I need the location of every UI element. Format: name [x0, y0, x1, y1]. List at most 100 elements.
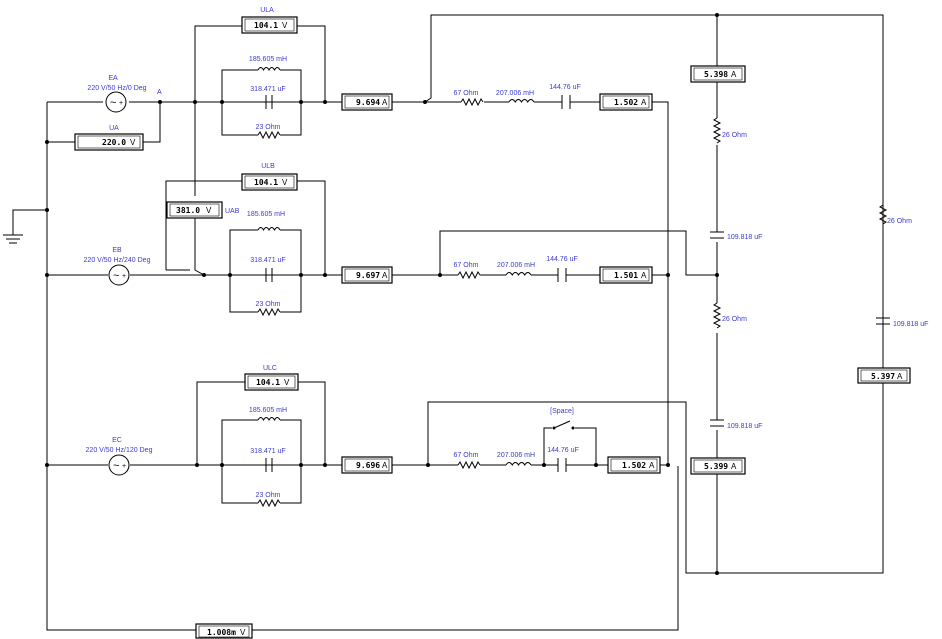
svg-text:23 Ohm: 23 Ohm: [256, 124, 281, 131]
svg-text:ULA: ULA: [260, 7, 274, 14]
ammeter-line-b[interactable]: 9.697 A: [341, 266, 393, 284]
svg-text:V: V: [206, 206, 212, 215]
ammeter-load-a[interactable]: 1.502 A: [599, 93, 653, 111]
voltmeter-uab[interactable]: 381.0 V UAB: [166, 201, 240, 219]
svg-text:5.398: 5.398: [704, 70, 728, 79]
ammeter-load-c[interactable]: 1.502 A: [607, 456, 661, 474]
delta-load-branch-3: 26 Ohm 109.818 uF: [876, 204, 928, 328]
voltmeter-ulb[interactable]: ULB 104.1 V: [241, 163, 298, 191]
svg-text:V: V: [282, 21, 288, 30]
svg-text:+: +: [122, 273, 126, 280]
svg-text:26 Ohm: 26 Ohm: [722, 132, 747, 139]
source-ec-name: EC: [112, 437, 122, 444]
svg-text:144.76 uF: 144.76 uF: [547, 447, 579, 454]
svg-text:A: A: [382, 98, 388, 107]
series-load-b: 67 Ohm 207.006 mH 144.76 uF: [454, 256, 578, 282]
svg-text:A: A: [897, 372, 903, 381]
node-a-label: A: [157, 89, 162, 96]
ammeter-line-c[interactable]: 9.696 A: [341, 456, 393, 474]
ua-reading: 220.0: [102, 138, 126, 147]
voltmeter-ua[interactable]: UA 220.0 V: [74, 125, 144, 151]
parallel-load-c: 185.605 mH 318.471 uF 23 Ohm: [222, 407, 301, 508]
svg-text:V: V: [284, 378, 290, 387]
svg-text:9.697: 9.697: [356, 271, 380, 280]
svg-text:185.605 mH: 185.605 mH: [249, 407, 287, 414]
neutral-reading: 1.008m: [207, 628, 236, 637]
svg-text:207.006 mH: 207.006 mH: [497, 262, 535, 269]
svg-text:~: ~: [113, 270, 119, 282]
svg-text:207.006 mH: 207.006 mH: [496, 90, 534, 97]
svg-text:+: +: [119, 100, 123, 107]
svg-text:A: A: [731, 70, 737, 79]
svg-text:67 Ohm: 67 Ohm: [454, 262, 479, 269]
svg-text:V: V: [240, 628, 246, 637]
source-eb-spec: 220 V/50 Hz/240 Deg: [84, 257, 151, 264]
svg-text:144.76 uF: 144.76 uF: [546, 256, 578, 263]
svg-text:A: A: [382, 461, 388, 470]
svg-text:ULB: ULB: [261, 163, 275, 170]
svg-text:1.501: 1.501: [614, 271, 638, 280]
svg-text:~: ~: [113, 460, 119, 472]
ammeter-delta-1[interactable]: 5.398 A: [690, 65, 746, 83]
svg-text:318.471 uF: 318.471 uF: [250, 448, 285, 455]
svg-text:A: A: [382, 271, 388, 280]
parallel-load-b: 185.605 mH 318.471 uF 23 Ohm: [230, 211, 301, 317]
switch-key-label: [Space]: [550, 408, 574, 415]
svg-text:26 Ohm: 26 Ohm: [722, 316, 747, 323]
ula-reading: 104.1: [254, 21, 278, 30]
svg-text:ULC: ULC: [263, 365, 277, 372]
ammeter-line-a[interactable]: 9.694 A: [341, 93, 393, 111]
ac-symbol-icon: ~: [110, 97, 116, 109]
source-ec-spec: 220 V/50 Hz/120 Deg: [86, 447, 153, 454]
svg-text:A: A: [641, 271, 647, 280]
parallel-load-a: 185.605 mH 318.471 uF 23 Ohm: [222, 56, 301, 140]
svg-text:5.397: 5.397: [871, 372, 895, 381]
svg-text:1.502: 1.502: [614, 98, 638, 107]
ulc-reading: 104.1: [256, 378, 280, 387]
svg-text:185.605 mH: 185.605 mH: [247, 211, 285, 218]
series-load-c: 67 Ohm 207.006 mH 144.76 uF: [454, 447, 579, 472]
svg-text:318.471 uF: 318.471 uF: [250, 257, 285, 264]
svg-text:V: V: [130, 138, 136, 147]
svg-text:109.818 uF: 109.818 uF: [893, 321, 928, 328]
svg-text:67 Ohm: 67 Ohm: [454, 90, 479, 97]
svg-text:A: A: [641, 98, 647, 107]
svg-text:23 Ohm: 23 Ohm: [256, 492, 281, 499]
delta-load-branch-1: 26 Ohm 109.818 uF: [710, 117, 762, 241]
source-ea: ~ + EA 220 V/50 Hz/0 Deg A: [87, 75, 162, 113]
uab-reading: 381.0: [176, 206, 200, 215]
svg-text:+: +: [122, 463, 126, 470]
svg-text:207.006 mH: 207.006 mH: [497, 452, 535, 459]
svg-text:109.818 uF: 109.818 uF: [727, 423, 762, 430]
svg-text:318.471 uF: 318.471 uF: [250, 86, 285, 93]
junction-nodes: [45, 13, 719, 575]
voltmeter-neutral[interactable]: 1.008m V: [195, 623, 253, 639]
svg-text:A: A: [649, 461, 655, 470]
series-load-a: 67 Ohm 207.006 mH 144.76 uF: [454, 84, 581, 109]
svg-text:26 Ohm: 26 Ohm: [887, 218, 912, 225]
voltmeter-ula[interactable]: ULA 104.1 V: [241, 7, 298, 34]
svg-text:UA: UA: [109, 125, 119, 132]
svg-text:67 Ohm: 67 Ohm: [454, 452, 479, 459]
space-switch[interactable]: [Space]: [550, 408, 575, 430]
svg-text:V: V: [282, 178, 288, 187]
svg-text:5.399: 5.399: [704, 462, 728, 471]
voltmeter-ulc[interactable]: ULC 104.1 V: [244, 365, 299, 391]
source-ea-spec: 220 V/50 Hz/0 Deg: [87, 85, 146, 92]
svg-text:UAB: UAB: [225, 208, 240, 215]
svg-text:A: A: [731, 462, 737, 471]
ulb-reading: 104.1: [254, 178, 278, 187]
svg-text:109.818 uF: 109.818 uF: [727, 234, 762, 241]
svg-text:9.694: 9.694: [356, 98, 380, 107]
svg-text:185.605 mH: 185.605 mH: [249, 56, 287, 63]
svg-text:9.696: 9.696: [356, 461, 380, 470]
svg-text:144.76 uF: 144.76 uF: [549, 84, 581, 91]
ammeter-delta-3[interactable]: 5.397 A: [857, 367, 911, 384]
ammeter-delta-2[interactable]: 5.399 A: [690, 457, 746, 475]
source-eb-name: EB: [112, 247, 122, 254]
source-eb: ~ + EB 220 V/50 Hz/240 Deg: [84, 247, 151, 286]
source-ea-name: EA: [108, 75, 118, 82]
svg-text:1.502: 1.502: [622, 461, 646, 470]
ammeter-load-b[interactable]: 1.501 A: [599, 266, 653, 284]
